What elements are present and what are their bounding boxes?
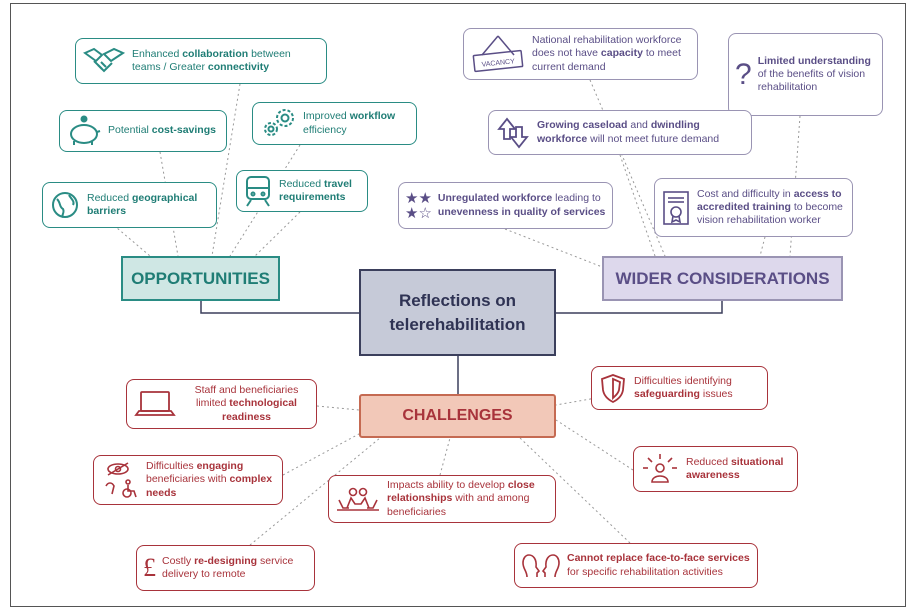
piggy-bank-icon — [66, 114, 102, 148]
challenge-close-relationships: Impacts ability to develop close relatio… — [328, 475, 556, 523]
challenge-safeguarding: Difficulties identifying safeguarding is… — [591, 366, 768, 410]
wider-unregulated: ★★★☆ Unregulated workforce leading to un… — [398, 182, 613, 229]
train-icon — [243, 174, 273, 208]
group-icon — [335, 484, 381, 514]
opportunity-travel: Reduced travel requirements — [236, 170, 368, 212]
opportunity-collaboration: Enhanced collaboration between teams / G… — [75, 38, 327, 84]
vacancy-sign-icon: VACANCY — [470, 33, 526, 75]
challenge-redesigning: £ Costly re-designing service delivery t… — [136, 545, 315, 591]
opportunities-hub: OPPORTUNITIES — [121, 256, 280, 301]
challenges-hub: CHALLENGES — [359, 394, 556, 438]
face-to-face-icon — [521, 551, 561, 581]
handshake-icon — [82, 45, 126, 77]
opportunity-geographical-barriers: Reduced geographical barriers — [42, 182, 217, 228]
wider-considerations-hub: WIDER CONSIDERATIONS — [602, 256, 843, 301]
wider-caseload: Growing caseload and dwindling workforce… — [488, 110, 752, 155]
challenge-complex-needs: Difficulties engaging beneficiaries with… — [93, 455, 283, 505]
pound-icon: £ — [143, 552, 156, 582]
center-line1: Reflections on — [398, 290, 517, 310]
gears-icon — [259, 107, 297, 141]
opportunity-workflow: Improved workflow efficiency — [252, 102, 417, 145]
challenge-face-to-face: Cannot replace face-to-face services for… — [514, 543, 758, 588]
opportunity-cost-savings: Potential cost-savings — [59, 110, 227, 152]
shield-icon — [598, 372, 628, 404]
challenge-technological-readiness: Staff and beneficiaries limited technolo… — [126, 379, 317, 429]
laptop-icon — [133, 389, 177, 419]
center-line2: telerehabilitation — [389, 314, 526, 334]
accessibility-icon — [100, 460, 140, 500]
stars-rating-icon: ★★★☆ — [405, 189, 432, 222]
globe-icon — [49, 189, 81, 221]
wider-training: Cost and difficulty in access to accredi… — [654, 178, 853, 237]
central-topic: Reflections on telerehabilitation — [359, 269, 556, 356]
wider-capacity: VACANCY National rehabilitation workforc… — [463, 28, 698, 80]
certificate-icon — [661, 189, 691, 227]
question-mark-icon: ? — [735, 57, 752, 91]
person-awareness-icon — [640, 450, 680, 488]
up-down-arrows-icon — [495, 115, 531, 151]
svg-text:VACANCY: VACANCY — [481, 58, 515, 68]
wider-limited-understanding: ? Limited understanding of the benefits … — [728, 33, 883, 116]
challenge-situational-awareness: Reduced situational awareness — [633, 446, 798, 492]
diagram-frame — [10, 3, 906, 607]
